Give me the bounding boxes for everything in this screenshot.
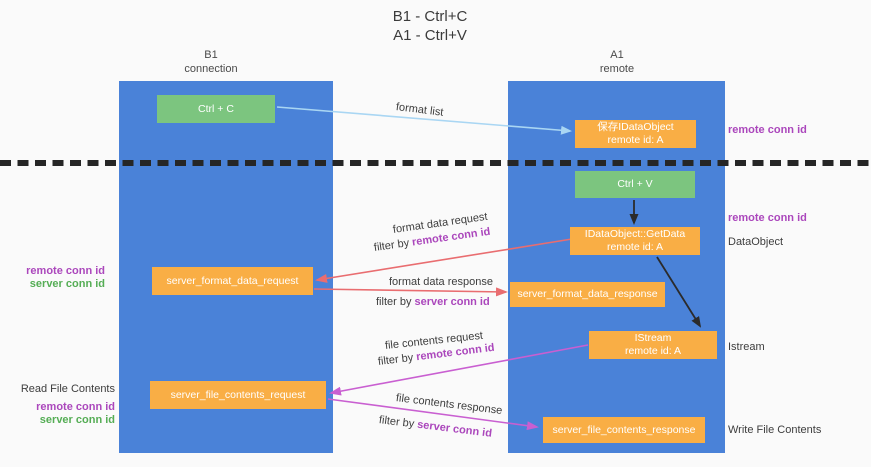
server-file-contents-response-box: server_file_contents_response	[543, 417, 705, 443]
lane-b1-subtitle: connection	[184, 63, 238, 75]
page-title: B1 - Ctrl+C A1 - Ctrl+V	[340, 7, 520, 45]
lane-b1-title: B1	[204, 49, 218, 61]
server-conn-id-accent: server conn id	[416, 418, 493, 440]
ctrl-v-box: Ctrl + V	[575, 171, 695, 198]
save-idataobject-line1: 保存IDataObject	[597, 121, 674, 133]
format-data-response-label: format data response	[389, 276, 493, 288]
server-conn-id-left-1: server conn id	[29, 278, 105, 290]
remote-conn-id-annotation-mid: remote conn id	[728, 212, 807, 224]
server-file-contents-request-label: server_file_contents_request	[170, 388, 306, 401]
istream-annotation: Istream	[728, 341, 765, 353]
ctrl-c-label: Ctrl + C	[198, 102, 234, 115]
server-format-data-response-box: server_format_data_response	[510, 282, 665, 307]
filter-by-prefix: filter by	[376, 296, 415, 308]
format-list-label: format list	[395, 101, 445, 119]
filter-by-prefix: filter by	[378, 414, 418, 431]
remote-conn-id-left-2: remote conn id	[36, 401, 115, 413]
server-format-data-request-box: server_format_data_request	[152, 267, 313, 295]
remote-conn-id-left-1: remote conn id	[26, 265, 105, 277]
file-contents-response-label: file contents response	[395, 392, 503, 417]
server-format-data-request-label: server_format_data_request	[166, 274, 299, 287]
filter-by-prefix: filter by	[373, 236, 413, 254]
server-file-contents-request-box: server_file_contents_request	[150, 381, 326, 409]
lane-a1-title: A1	[610, 49, 624, 61]
getdata-line2: remote id: A	[606, 241, 664, 253]
title-line-2: A1 - Ctrl+V	[393, 27, 467, 44]
lane-a1-subtitle: remote	[599, 63, 635, 75]
getdata-line1: IDataObject::GetData	[584, 228, 686, 240]
filter-by-prefix: filter by	[377, 351, 417, 368]
lane-header-a1: A1 remote	[557, 48, 677, 76]
istream-line2: remote id: A	[624, 345, 682, 357]
server-conn-id-left-2: server conn id	[39, 414, 115, 426]
write-file-contents-annotation: Write File Contents	[728, 424, 822, 436]
server-format-data-response-label: server_format_data_response	[517, 288, 658, 300]
title-line-1: B1 - Ctrl+C	[392, 8, 468, 25]
ctrl-v-label: Ctrl + V	[617, 178, 653, 190]
left-read-file-block: Read File Contents remote conn id server…	[10, 383, 115, 427]
left-conn-id-block: remote conn id server conn id	[10, 265, 105, 291]
filter-by-server-conn-id-label-1: filter by server conn id	[376, 296, 490, 308]
lane-header-b1: B1 connection	[151, 48, 271, 76]
filter-by-server-conn-id-label-2: filter by server conn id	[378, 414, 492, 440]
server-file-contents-response-label: server_file_contents_response	[552, 423, 696, 436]
format-data-response-arrow	[313, 287, 508, 297]
server-conn-id-accent: server conn id	[414, 296, 490, 308]
remote-conn-id-annotation-top: remote conn id	[728, 124, 807, 136]
save-idataobject-line2: remote id: A	[607, 134, 664, 146]
idataobject-getdata-box: IDataObject::GetData remote id: A	[570, 227, 700, 255]
dataobject-annotation: DataObject	[728, 236, 784, 248]
save-idataobject-box: 保存IDataObject remote id: A	[575, 120, 696, 148]
ctrl-c-box: Ctrl + C	[157, 95, 275, 123]
read-file-contents-annotation: Read File Contents	[20, 383, 115, 395]
istream-line1: IStream	[634, 332, 672, 344]
istream-box: IStream remote id: A	[589, 331, 717, 359]
